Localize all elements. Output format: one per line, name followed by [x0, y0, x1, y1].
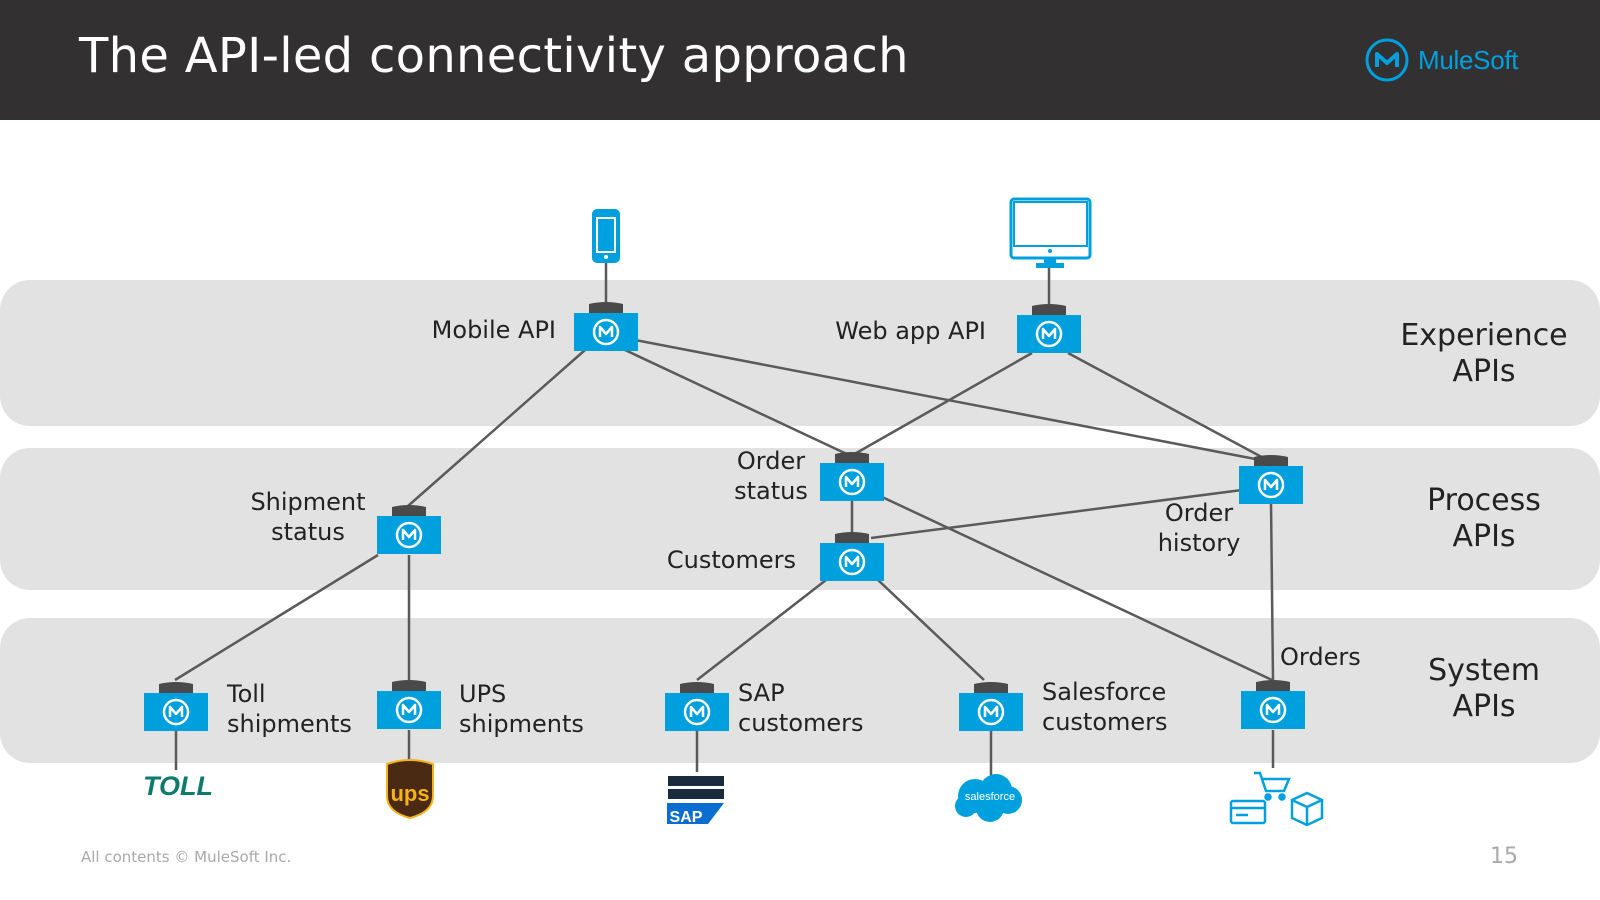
mulesoft-icon	[1365, 38, 1409, 82]
svg-text:SAP: SAP	[670, 809, 703, 826]
api-node-order-status	[820, 452, 884, 501]
label-toll-shipments: Toll shipments	[227, 680, 352, 738]
api-nodes	[144, 302, 1305, 731]
label-mobile-api: Mobile API	[431, 316, 556, 344]
api-node-orders	[1241, 680, 1305, 729]
ups-logo: ups	[386, 759, 434, 820]
slide-header: The API-led connectivity approach MuleSo…	[0, 0, 1600, 120]
salesforce-cloud-logo: salesforce	[955, 774, 1022, 822]
mulesoft-logo: MuleSoft	[1364, 36, 1519, 84]
api-node-order-history	[1239, 455, 1303, 504]
layer-label-system: System APIs	[1428, 653, 1540, 724]
api-node-mobile	[574, 302, 638, 351]
layer-label-process: Process APIs	[1427, 483, 1541, 554]
label-order-history: Order history	[1157, 499, 1241, 557]
process-band	[0, 448, 1600, 590]
api-node-customers	[820, 532, 884, 581]
api-node-shipment-status	[377, 505, 441, 554]
label-web-app-api: Web app API	[835, 317, 986, 345]
api-node-ups-shipments	[377, 680, 441, 729]
sap-server-logo: SAP	[667, 776, 724, 826]
mobile-phone-icon	[592, 209, 620, 263]
label-salesforce-customers: Salesforce customers	[1042, 678, 1168, 736]
page-number: 15	[1490, 844, 1518, 869]
brand-name: MuleSoft	[1418, 44, 1519, 75]
slide-title: The API-led connectivity approach	[79, 28, 909, 84]
label-orders: Orders	[1280, 643, 1361, 671]
label-customers: Customers	[666, 546, 796, 574]
label-ups-shipments: UPS shipments	[459, 680, 584, 738]
desktop-monitor-icon	[1009, 197, 1092, 268]
api-node-web-app	[1017, 304, 1081, 353]
svg-text:salesforce: salesforce	[965, 791, 1015, 803]
api-node-sap-customers	[665, 682, 729, 731]
ecommerce-icon	[1229, 771, 1324, 827]
label-shipment-status: Shipment status	[250, 488, 366, 546]
label-sap-customers: SAP customers	[738, 679, 864, 737]
api-node-toll-shipments	[144, 682, 208, 731]
experience-band	[0, 280, 1600, 426]
copyright-footer: All contents © MuleSoft Inc.	[81, 848, 292, 866]
layer-label-experience: Experience APIs	[1400, 318, 1568, 389]
label-order-status: Order status	[734, 447, 808, 505]
api-node-salesforce-customers	[959, 682, 1023, 731]
svg-text:ups: ups	[390, 781, 429, 806]
toll-logo: TOLL	[143, 771, 213, 801]
system-band	[0, 618, 1600, 763]
svg-text:TOLL: TOLL	[143, 771, 213, 801]
